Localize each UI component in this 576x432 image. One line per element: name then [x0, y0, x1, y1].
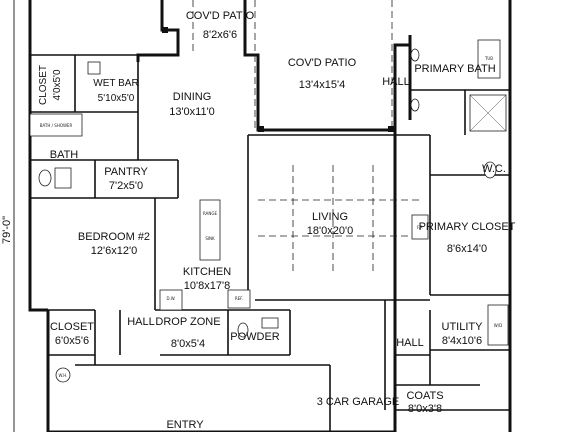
wet-bar-label: WET BAR — [93, 78, 138, 89]
primary-closet-label: PRIMARY CLOSET — [419, 221, 516, 233]
coats-label: COATS — [406, 390, 443, 402]
hall-mid-label: HALL — [127, 316, 155, 328]
dw-tag: D.W. — [166, 296, 175, 301]
closet-bottom-size: 6'0x5'6 — [55, 335, 89, 347]
utility-label: UTILITY — [442, 321, 484, 333]
bath-shower-tag: BATH / SHOWER — [40, 123, 73, 128]
pantry-label: PANTRY — [104, 166, 148, 178]
bedroom-2-label: BEDROOM #2 — [78, 231, 150, 243]
overall-dimension-label: 79'-0" — [1, 216, 13, 244]
living-size: 18'0x20'0 — [307, 225, 353, 237]
primary-bath-label: PRIMARY BATH — [414, 63, 495, 75]
ceiling-beams — [258, 165, 420, 275]
coats-size: 8'0x3'8 — [408, 403, 442, 415]
living-label: LIVING — [312, 211, 348, 223]
wh-tag: W.H. — [59, 373, 68, 378]
closet-left-label: CLOSET — [38, 65, 49, 105]
fixtures: BATH / SHOWER TUB RANGE SINK D.W. REF. F… — [29, 39, 509, 383]
kitchen-size: 10'8x17'8 — [184, 280, 230, 292]
hall-top-label: HALL — [382, 76, 410, 88]
bath-label: BATH — [50, 149, 79, 161]
utility-size: 8'4x10'6 — [442, 335, 482, 347]
entry-label: 3 CAR GARAGE — [317, 396, 400, 408]
patio-beams — [162, 0, 394, 132]
bedroom-2-size: 12'6x12'0 — [91, 245, 137, 257]
dining-label: DINING — [173, 91, 212, 103]
cov-patio-small-label: COV'D PATIO — [186, 10, 255, 22]
drop-zone-label: DROP ZONE — [155, 316, 220, 328]
wc-label: W.C. — [482, 163, 506, 175]
drop-zone-size: 8'0x5'4 — [171, 338, 205, 350]
wet-bar-size: 5'10x5'0 — [98, 93, 135, 104]
cov-patio-large-size: 13'4x15'4 — [299, 79, 345, 91]
pantry-size: 7'2x5'0 — [109, 180, 143, 192]
tub-tag: TUB — [484, 56, 493, 61]
sink-tag: SINK — [205, 236, 215, 241]
kitchen-label: KITCHEN — [183, 266, 231, 278]
cov-patio-small-size: 8'2x6'6 — [203, 29, 237, 41]
room-labels: COV'D PATIO 8'2x6'6 COV'D PATIO 13'4x15'… — [38, 10, 516, 431]
ref-tag: REF. — [235, 296, 243, 301]
hall-right-label: HALL — [396, 337, 424, 349]
wd-tag: W/D — [494, 323, 502, 328]
powder-label: POWDER — [230, 331, 280, 343]
closet-bottom-label: CLOSET — [50, 321, 94, 333]
garage-label: ENTRY — [166, 419, 204, 431]
dining-size: 13'0x11'0 — [169, 106, 215, 118]
closet-left-size: 4'0x5'0 — [52, 69, 63, 101]
fp-tag: F.P. — [417, 225, 423, 230]
overall-dimension: 79'-0" — [1, 0, 15, 432]
primary-closet-size: 8'6x14'0 — [447, 243, 487, 255]
range-tag: RANGE — [203, 211, 217, 216]
cov-patio-large-label: COV'D PATIO — [288, 57, 357, 69]
